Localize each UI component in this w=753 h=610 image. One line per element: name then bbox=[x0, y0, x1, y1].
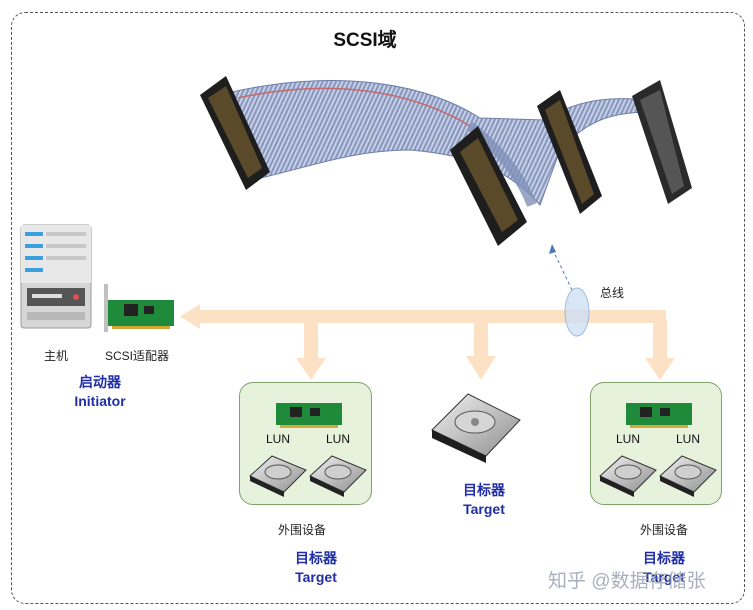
lun-label: LUN bbox=[326, 432, 351, 446]
cable-connector-3 bbox=[537, 90, 602, 214]
target-role-left: 目标器 Target bbox=[276, 549, 356, 587]
watermark: 知乎 @数据存储张 bbox=[548, 571, 706, 592]
hard-disk-icon bbox=[599, 455, 657, 497]
peripheral-caption: 外围设备 bbox=[640, 523, 689, 537]
target-role-cn: 目标器 bbox=[295, 550, 337, 566]
initiator-role: 启动器 Initiator bbox=[60, 373, 140, 411]
bus-callout bbox=[549, 244, 573, 291]
target-role-en: Target bbox=[463, 501, 505, 517]
target-role-cn: 目标器 bbox=[643, 550, 685, 566]
target-role-middle: 目标器 Target bbox=[444, 481, 524, 519]
peripheral-left-card-icon bbox=[276, 403, 342, 428]
bus-label: 总线 bbox=[600, 286, 625, 300]
hard-disk-icon bbox=[249, 455, 307, 497]
adapter-label: SCSI适配器 bbox=[105, 349, 170, 363]
cable-connector-2 bbox=[450, 126, 527, 246]
lun-label: LUN bbox=[616, 432, 641, 446]
cable-connector-1 bbox=[200, 76, 270, 190]
scsi-bus bbox=[180, 304, 675, 380]
lun-label: LUN bbox=[266, 432, 291, 446]
host-computer-icon bbox=[20, 224, 92, 329]
hard-disk-icon bbox=[659, 455, 717, 497]
scsi-domain-boundary bbox=[11, 12, 745, 604]
lun-label: LUN bbox=[676, 432, 701, 446]
diagram-title: SCSI域 bbox=[333, 30, 397, 51]
host-label: 主机 bbox=[44, 349, 69, 363]
peripheral-right-card-icon bbox=[626, 403, 692, 428]
target-role-right: 目标器 Target bbox=[624, 549, 704, 587]
initiator-role-cn: 启动器 bbox=[79, 374, 121, 390]
peripheral-caption: 外围设备 bbox=[278, 523, 327, 537]
bus-highlight bbox=[564, 287, 590, 337]
initiator-role-en: Initiator bbox=[74, 393, 126, 409]
hard-disk-icon bbox=[309, 455, 367, 497]
target-role-en: Target bbox=[295, 569, 337, 585]
hard-disk-icon bbox=[431, 393, 521, 463]
cable-connector-4 bbox=[632, 80, 692, 204]
target-role-cn: 目标器 bbox=[463, 482, 505, 498]
target-role-en: Target bbox=[643, 569, 685, 585]
scsi-adapter-card-icon bbox=[104, 284, 174, 332]
scsi-ribbon-cable bbox=[200, 76, 692, 246]
